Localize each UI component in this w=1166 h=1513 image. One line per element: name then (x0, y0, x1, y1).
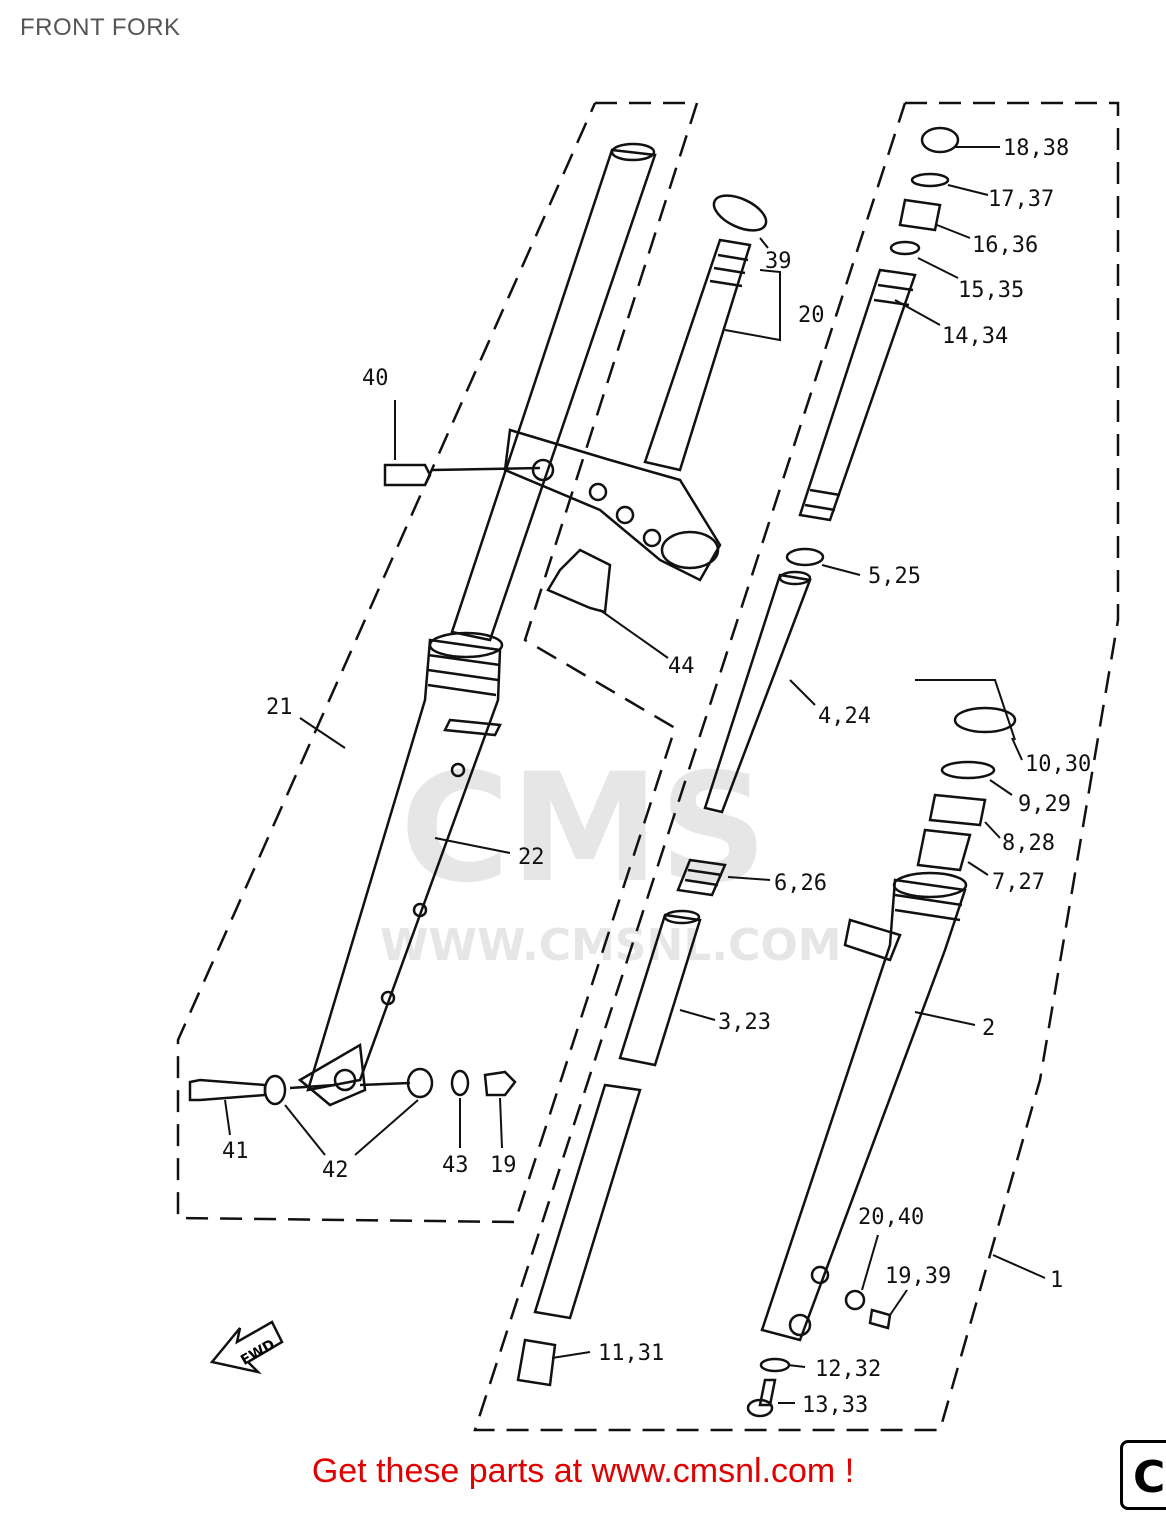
callout-43: 43 (442, 1153, 469, 1178)
watermark-url: WWW.CMSNL.COM (380, 920, 842, 971)
damper-internals (516, 126, 960, 1387)
stem-nut-39 (712, 194, 768, 232)
callout-5-25: 5,25 (868, 564, 921, 589)
seal-5 (785, 547, 825, 567)
watermark-brand: CMS (400, 742, 767, 916)
callout-1: 1 (1050, 1268, 1063, 1293)
spring-14 (798, 268, 917, 522)
spring-6 (676, 858, 727, 897)
callout-41: 41 (222, 1139, 249, 1164)
callout-3-23: 3,23 (718, 1010, 771, 1035)
fwd-arrow: FWD (209, 1320, 284, 1375)
callout-labels: 18,38 17,37 16,36 39 15,35 20 14,34 40 5… (222, 136, 1091, 1418)
washer-12 (759, 1357, 791, 1373)
right-group-outline (473, 101, 1120, 1432)
dust-seal-left (428, 631, 504, 659)
stem-shaft (643, 238, 752, 472)
washer-15 (889, 240, 921, 256)
lower-bracket (503, 428, 722, 582)
inner-tube-left (450, 148, 657, 642)
nut-19 (483, 1070, 517, 1097)
callout-9-29: 9,29 (1018, 792, 1071, 817)
spacer-16 (898, 198, 942, 232)
callout-6-26: 6,26 (774, 871, 827, 896)
bushing-7 (916, 828, 972, 872)
callout-13-33: 13,33 (802, 1393, 868, 1418)
drain-screw-19 (868, 1308, 892, 1330)
callout-7-27: 7,27 (992, 870, 1045, 895)
callout-16-36: 16,36 (972, 233, 1038, 258)
clip-17 (910, 172, 950, 188)
get-parts-link[interactable]: Get these parts at www.cmsnl.com ! (311, 1452, 855, 1490)
tube-3 (618, 913, 702, 1067)
group-outlines (176, 101, 1120, 1432)
callout-2: 2 (982, 1016, 995, 1041)
callout-40: 40 (362, 366, 389, 391)
outer-tube-right (760, 878, 967, 1342)
callout-18-38: 18,38 (1003, 136, 1069, 161)
callout-17-37: 17,37 (988, 187, 1054, 212)
spacer-43 (450, 1069, 470, 1097)
callout-14-34: 14,34 (942, 324, 1008, 349)
callout-20-40: 20,40 (858, 1205, 924, 1230)
callout-22: 22 (518, 845, 545, 870)
callout-12-32: 12,32 (815, 1357, 881, 1382)
right-fork-assembly (746, 706, 1017, 1418)
callout-21: 21 (266, 695, 293, 720)
tube-3-lower (533, 1083, 642, 1320)
section-letter-box: C (1120, 1440, 1166, 1510)
washer-42b (406, 1067, 434, 1099)
callout-20: 20 (798, 303, 825, 328)
bolt-41 (188, 1078, 267, 1102)
callout-44: 44 (668, 654, 695, 679)
callout-11-31: 11,31 (598, 1341, 664, 1366)
bracket-44 (546, 548, 612, 614)
cap-18 (920, 126, 960, 154)
damper-rod-4 (703, 573, 812, 814)
callout-42: 42 (322, 1158, 349, 1183)
leader-lines (224, 146, 1046, 1404)
dust-seal-10 (953, 706, 1017, 734)
callout-19-39: 19,39 (885, 1264, 951, 1289)
axle-hardware (188, 1067, 517, 1106)
callout-39: 39 (765, 249, 792, 274)
watermark: CMS WWW.CMSNL.COM (380, 742, 842, 971)
clip-9 (940, 760, 996, 780)
inner-tube-top (610, 142, 656, 162)
page-title: FRONT FORK (20, 14, 181, 41)
left-group-outline (176, 101, 699, 1224)
washer-42a (263, 1074, 287, 1106)
callout-10-30: 10,30 (1025, 752, 1091, 777)
callout-15-35: 15,35 (958, 278, 1024, 303)
axle-clamp-left (297, 1042, 367, 1107)
callout-8-28: 8,28 (1002, 831, 1055, 856)
bolt-40 (383, 463, 432, 487)
callout-4-24: 4,24 (818, 704, 871, 729)
spacer-11 (516, 1338, 557, 1387)
steering-stem-assembly (383, 194, 768, 614)
oil-seal-8 (928, 793, 987, 827)
callout-19: 19 (490, 1153, 517, 1178)
fwd-label: FWD (238, 1337, 278, 1369)
